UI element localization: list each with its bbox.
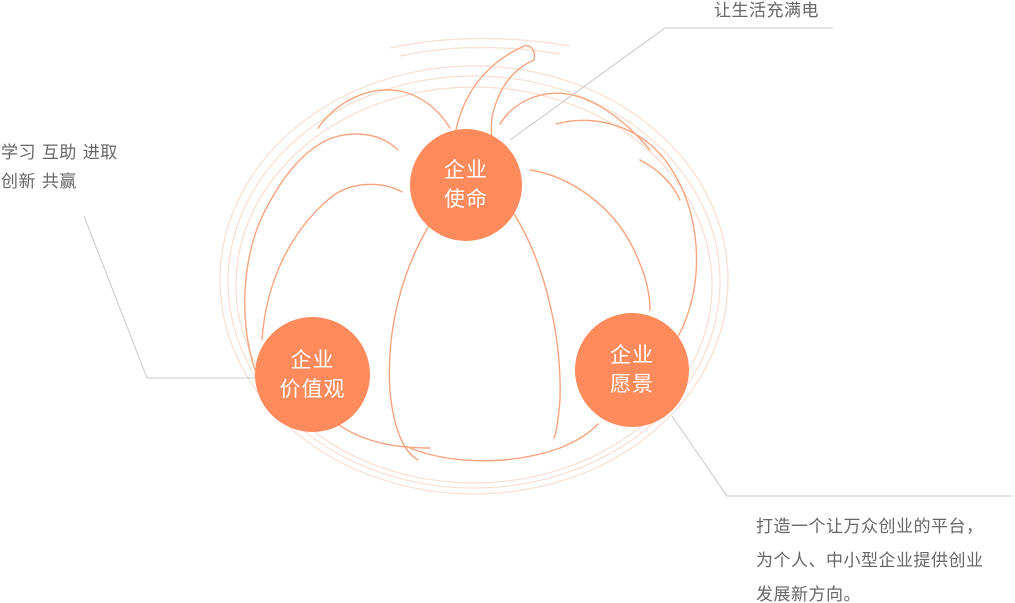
- pumpkin-lobe-left-inner: [261, 183, 403, 341]
- values-callout-line-2: 创新 共赢: [1, 172, 77, 192]
- values-circle: 企业 价值观: [255, 317, 370, 432]
- values-circle-label-1: 企业: [290, 347, 335, 372]
- values-circle-label-2: 价值观: [279, 376, 346, 401]
- mission-circle-label-1: 企业: [444, 158, 488, 182]
- pumpkin-lobe-center: [388, 223, 431, 461]
- mission-callout-text: 让生活充满电: [714, 1, 819, 21]
- vision-callout-line-2: 为个人、中小型企业提供创业: [756, 551, 984, 571]
- pumpkin-lobe-left-outer: [244, 133, 399, 371]
- values-callout-line-1: 学习 互助 进取: [1, 143, 118, 163]
- pumpkin-lobe-right-edge: [639, 159, 681, 201]
- pumpkin-lobe-left-upper: [317, 89, 451, 129]
- vision-callout: 打造一个让万众创业的平台， 为个人、中小型企业提供创业 发展新方向。: [756, 510, 984, 603]
- pumpkin-lobe-right-inner: [529, 169, 651, 311]
- pumpkin-stem: [454, 45, 536, 139]
- vision-circle-label-2: 愿景: [610, 372, 654, 396]
- pumpkin-lobe-right-upper: [499, 92, 651, 151]
- leader-line-values: [83, 215, 256, 379]
- pumpkin-bottom: [329, 417, 431, 449]
- vision-callout-line-1: 打造一个让万众创业的平台，: [756, 517, 984, 537]
- vision-callout-line-3: 发展新方向。: [756, 585, 861, 603]
- leader-lines: [83, 27, 1013, 497]
- pumpkin-lobe-center-right: [513, 213, 561, 439]
- leader-line-mission: [509, 27, 833, 141]
- values-callout: 学习 互助 进取 创新 共赢: [1, 139, 118, 197]
- pumpkin-bottom-center: [409, 423, 599, 462]
- vision-circle-label-1: 企业: [610, 343, 654, 367]
- mission-circle-label-2: 使命: [444, 187, 488, 211]
- mission-callout: 让生活充满电: [714, 0, 819, 26]
- leader-line-vision: [671, 415, 1013, 497]
- vision-circle: 企业 愿景: [575, 313, 689, 427]
- mission-circle: 企业 使命: [410, 129, 522, 241]
- pumpkin-outline: [244, 45, 698, 462]
